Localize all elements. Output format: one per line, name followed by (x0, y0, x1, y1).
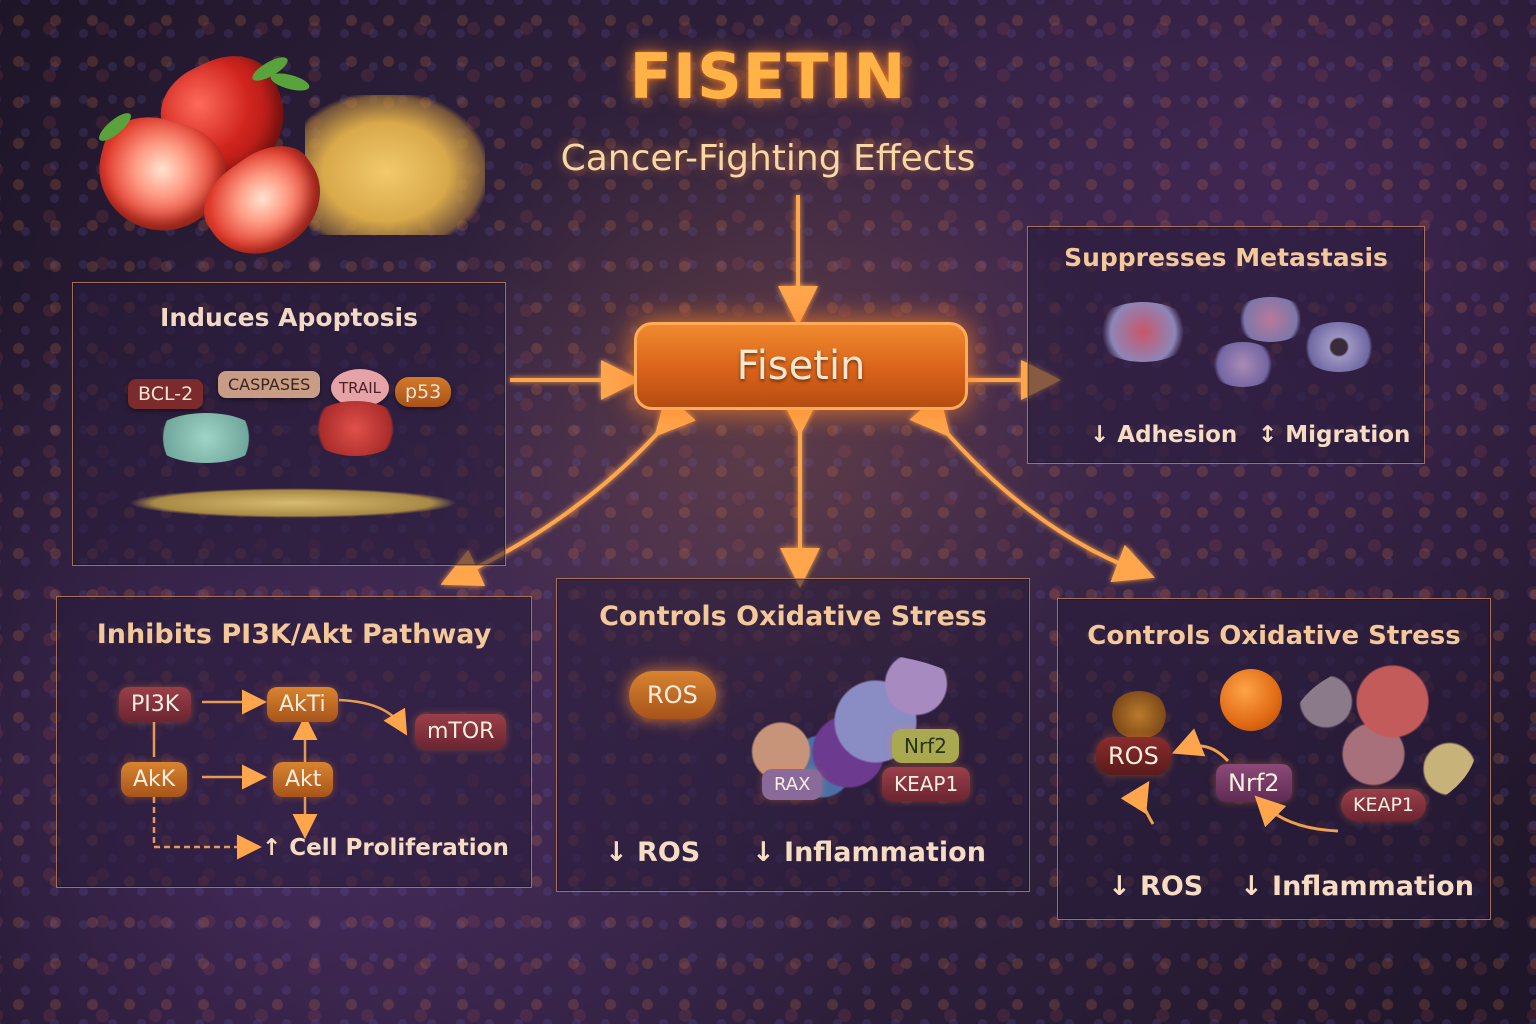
panel-controls-oxidative-stress-right: Controls Oxidative Stress ROS Nrf2 KEAP1… (1057, 598, 1491, 920)
strawberries-and-powder-illustration (85, 40, 540, 276)
pathway-arrows (1120, 728, 1339, 833)
panel-controls-oxidative-stress-center: Controls Oxidative Stress ROS Nrf2 KEAP1… (556, 578, 1030, 892)
effect-inflammation-down: ↓ Inflammation (752, 837, 986, 868)
fisetin-hub-label: Fisetin (736, 343, 866, 389)
arrow-hub-oxidative-right (909, 393, 1155, 583)
node-mtor: mTOR (415, 714, 507, 749)
effect-ros-down: ↓ ROS (605, 837, 701, 868)
page-title: FISETIN (629, 40, 907, 113)
effect-adhesion: ↓ Adhesion (1090, 422, 1238, 448)
panel-title: Inhibits PI3K/Akt Pathway (96, 619, 492, 650)
panel-title: Induces Apoptosis (160, 303, 418, 332)
node-keap1: KEAP1 (1341, 789, 1427, 821)
node-akt: Akt (273, 762, 334, 797)
tag-bcl-2: BCL-2 (128, 379, 204, 409)
panel-title: Controls Oxidative Stress (599, 601, 987, 632)
effect-ros-down: ↓ ROS (1108, 871, 1204, 902)
ros-cell-illustration (1110, 691, 1168, 739)
page-subtitle: Cancer-Fighting Effects (560, 138, 976, 179)
tag-caspases: CASPASES (218, 371, 321, 398)
node-ros: ROS (1096, 737, 1171, 775)
metastatic-cell-illustration (1300, 322, 1378, 372)
node-ros: ROS (629, 671, 716, 719)
metastatic-cell-illustration (1233, 297, 1308, 342)
node-rax: RAX (762, 769, 823, 800)
node-akti: AkTi (267, 687, 338, 722)
pathway-arrows (152, 689, 408, 860)
tag-trail: TRAIL (331, 369, 390, 407)
node-pi3k: PI3K (119, 687, 192, 722)
effect-migration: ↕ Migration (1258, 422, 1411, 448)
outcome-cell-proliferation: ↑ Cell Proliferation (262, 835, 509, 861)
panel-title: Suppresses Metastasis (1064, 243, 1388, 272)
node-akk: AkK (121, 762, 188, 797)
panel-inhibits-pi3k-akt: Inhibits PI3K/Akt Pathway PI3K AkTi mTOR… (56, 596, 532, 888)
node-nrf2: Nrf2 (892, 729, 959, 763)
apoptotic-fragments-illustration (308, 401, 403, 456)
cell-debris-illustration (128, 488, 458, 518)
panel-title: Controls Oxidative Stress (1087, 621, 1461, 651)
tag-p53: p53 (395, 377, 452, 407)
effect-inflammation-down: ↓ Inflammation (1240, 871, 1474, 902)
panel-induces-apoptosis: Induces Apoptosis BCL-2 CASPASES TRAIL p… (72, 282, 506, 566)
fisetin-hub-node: Fisetin (634, 322, 968, 410)
metastatic-cell-illustration (1093, 302, 1193, 362)
node-keap1: KEAP1 (882, 767, 971, 801)
orange-sphere-illustration (1220, 669, 1282, 731)
panel-suppresses-metastasis: Suppresses Metastasis ↓ Adhesion ↕ Migra… (1027, 226, 1425, 464)
metastatic-cell-illustration (1208, 342, 1278, 387)
cancer-cell-illustration (151, 413, 261, 463)
fisetin-powder-pile (305, 95, 485, 235)
